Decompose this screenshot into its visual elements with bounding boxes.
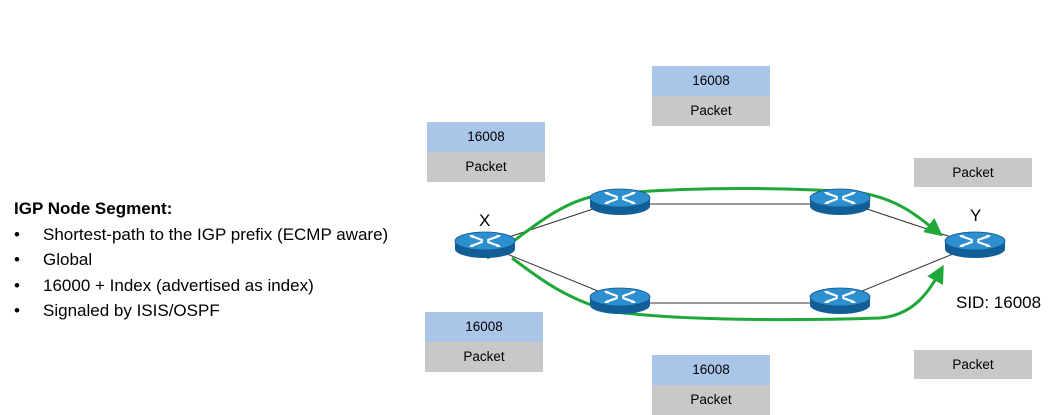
node-y-label: Y: [970, 206, 982, 225]
ecmp-paths: [486, 187, 944, 322]
packet-payload: Packet: [427, 152, 545, 182]
router-bottom-right-icon: [809, 287, 871, 315]
router-y-icon: [944, 231, 1006, 259]
segment-label: 16008: [652, 66, 770, 96]
router-bottom-left-icon: [589, 287, 651, 315]
bullet-item: Signaled by ISIS/OSPF: [14, 298, 388, 324]
segment-label: 16008: [652, 355, 770, 385]
sid-label: SID: 16008: [956, 293, 1042, 312]
ecmp-path-upper: [486, 187, 943, 260]
packet-bottom-middle: 16008 Packet: [652, 355, 770, 415]
packet-payload: Packet: [425, 342, 543, 372]
ecmp-path-lower: [511, 256, 944, 322]
router-top-left-icon: [589, 188, 651, 216]
bullet-item: Global: [14, 247, 388, 273]
packet-bottom-left: 16008 Packet: [425, 312, 543, 372]
packet-right-top: Packet: [914, 158, 1032, 187]
topology-links: [484, 199, 976, 304]
node-x-label: X: [479, 211, 491, 230]
router-x-icon: [454, 231, 516, 259]
bullet-item: Shortest-path to the IGP prefix (ECMP aw…: [14, 222, 388, 248]
router-top-right-icon: [809, 188, 871, 216]
packet-payload: Packet: [652, 96, 770, 126]
packet-right-bottom: Packet: [914, 350, 1032, 379]
bullet-item: 16000 + Index (advertised as index): [14, 273, 388, 299]
segment-bullet-list: Shortest-path to the IGP prefix (ECMP aw…: [14, 222, 388, 324]
node-segment-description: IGP Node Segment: Shortest-path to the I…: [14, 196, 388, 324]
packet-top-left: 16008 Packet: [427, 122, 545, 182]
packet-top-middle: 16008 Packet: [652, 66, 770, 126]
packet-payload: Packet: [652, 385, 770, 415]
segment-heading: IGP Node Segment:: [14, 199, 173, 218]
segment-label: 16008: [427, 122, 545, 152]
segment-label: 16008: [425, 312, 543, 342]
